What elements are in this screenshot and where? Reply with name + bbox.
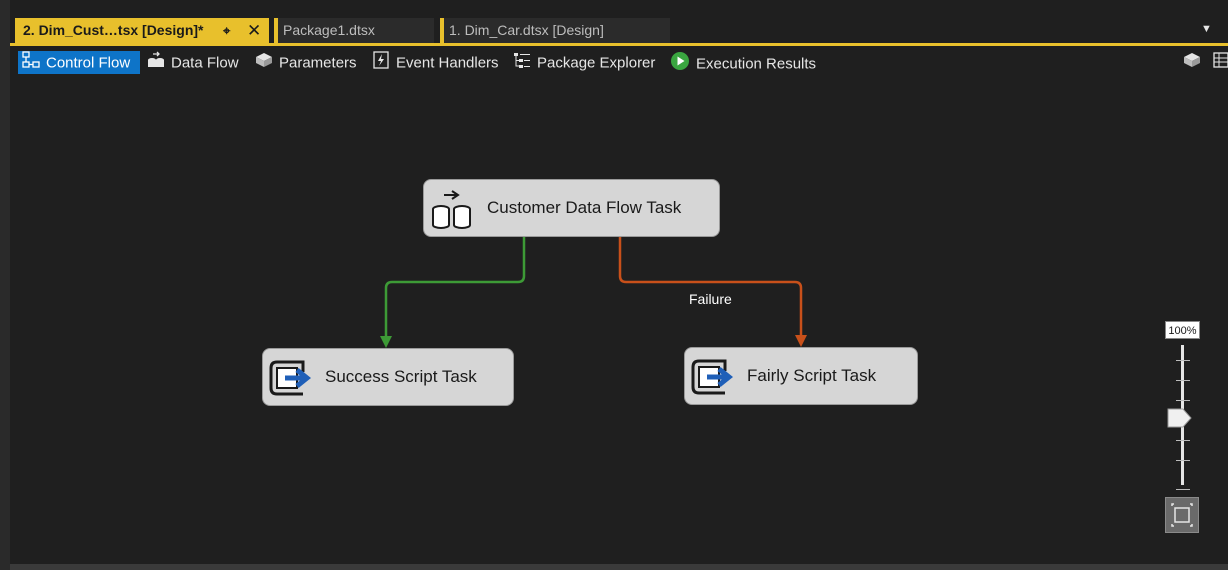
zoom-slider-tick — [1176, 489, 1190, 490]
customer-data-flow-task[interactable]: Customer Data Flow Task — [423, 179, 720, 237]
script-task-icon — [269, 358, 315, 403]
zoom-slider-thumb[interactable] — [1167, 408, 1193, 430]
left-edge-panel — [0, 0, 10, 570]
control-flow-icon — [22, 51, 40, 76]
active-tab-underline — [10, 43, 1228, 46]
failure-label: Failure — [689, 291, 732, 307]
task-label: Success Script Task — [325, 367, 477, 386]
play-icon — [670, 51, 690, 78]
failure-arrow-head — [795, 335, 807, 347]
tab-label: Execution Results — [696, 55, 817, 73]
close-icon[interactable]: ✕ — [247, 21, 262, 40]
horizontal-scrollbar[interactable] — [10, 564, 1228, 570]
tab-label: 1. Dim_Car.dtsx [Design] — [449, 22, 604, 38]
zoom-slider-tick — [1176, 460, 1190, 461]
tab-label: Parameters — [279, 54, 357, 72]
tab-label: Package1.dtsx — [283, 22, 375, 38]
package-explorer-icon — [513, 51, 531, 76]
tab-event-handlers[interactable]: Event Handlers — [372, 51, 499, 74]
fairly-script-task[interactable]: Fairly Script Task — [684, 347, 918, 405]
tab-dim-car-design[interactable]: 1. Dim_Car.dtsx [Design] — [440, 18, 670, 43]
zoom-slider-tick — [1176, 360, 1190, 361]
tab-execution-results[interactable]: Execution Results — [670, 51, 816, 74]
pin-icon[interactable]: ⌖ — [223, 23, 231, 38]
tab-overflow-dropdown-icon[interactable]: ▼ — [1201, 23, 1212, 35]
event-handlers-icon — [372, 51, 390, 76]
tab-label: Event Handlers — [396, 54, 499, 72]
tab-package-explorer[interactable]: Package Explorer — [513, 51, 655, 74]
data-flow-task-icon — [430, 189, 474, 234]
parameters-icon — [255, 51, 273, 76]
success-constraint-arrow[interactable] — [384, 237, 526, 336]
variables-grid-icon — [1213, 51, 1228, 76]
tab-label: 2. Dim_Cust…tsx [Design]* — [23, 22, 204, 38]
failure-constraint-arrow[interactable] — [618, 237, 803, 335]
zoom-level-label: 100% — [1165, 321, 1200, 339]
tab-dim-customer-design[interactable]: 2. Dim_Cust…tsx [Design]* ⌖ ✕ — [15, 18, 269, 43]
designer-toolbar: Control Flow Data Flow Parameters Event … — [10, 48, 1228, 78]
data-flow-icon — [147, 51, 165, 76]
success-arrow-head — [380, 336, 392, 348]
zoom-to-fit-button[interactable] — [1165, 497, 1199, 533]
task-label: Customer Data Flow Task — [487, 198, 682, 217]
tab-parameters[interactable]: Parameters — [255, 51, 357, 74]
success-script-task[interactable]: Success Script Task — [262, 348, 514, 406]
tab-control-flow[interactable]: Control Flow — [18, 51, 141, 76]
tab-data-flow[interactable]: Data Flow — [147, 51, 239, 74]
toolbar-variables-button[interactable] — [1213, 51, 1228, 74]
parameters-icon — [1183, 51, 1201, 76]
tab-label: Control Flow — [46, 54, 131, 72]
tab-label: Data Flow — [171, 54, 239, 72]
task-label: Fairly Script Task — [747, 366, 877, 385]
toolbar-parameters-button[interactable] — [1183, 51, 1207, 74]
zoom-slider-tick — [1176, 380, 1190, 381]
script-task-icon — [691, 357, 737, 402]
tab-label: Package Explorer — [537, 54, 656, 72]
tab-package1[interactable]: Package1.dtsx — [274, 18, 434, 43]
zoom-slider-tick — [1176, 440, 1190, 441]
fit-to-window-icon — [1171, 503, 1193, 527]
zoom-slider-tick — [1176, 400, 1190, 401]
